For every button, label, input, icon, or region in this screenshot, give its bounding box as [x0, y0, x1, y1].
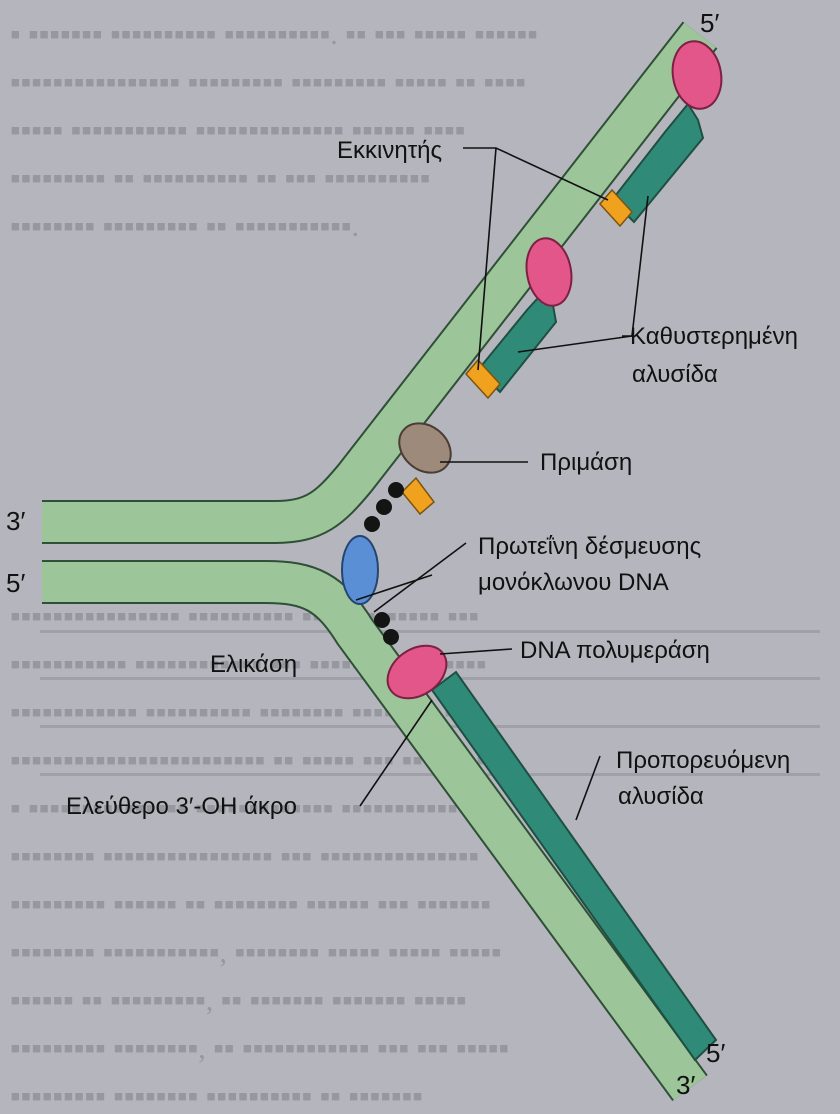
- leading-strand: [432, 672, 716, 1060]
- label-leading-strand-line2: αλυσίδα: [618, 783, 704, 810]
- primer-new: [402, 478, 434, 514]
- label-lagging-strand-line2: αλυσίδα: [632, 361, 718, 388]
- label-helicase: Ελικάση: [210, 651, 297, 678]
- end-label-bottom-right-5: 5′: [706, 1038, 725, 1068]
- label-ssb-line2: μονόκλωνου DNA: [478, 569, 669, 596]
- label-leading-strand-line1: Προπορευόμενη: [616, 747, 790, 774]
- label-ssb-line1: Πρωτεΐνη δέσμευσης: [478, 533, 701, 560]
- label-dna-polymerase: DNA πολυμεράση: [520, 637, 710, 664]
- end-label-left-top-3: 3′: [6, 506, 25, 536]
- end-label-bottom-right-3: 3′: [676, 1070, 695, 1100]
- label-primer: Εκκινητής: [337, 137, 442, 164]
- end-label-left-bottom-5: 5′: [6, 568, 25, 598]
- label-free-oh-end: Ελεύθερο 3′-OH άκρο: [66, 793, 297, 820]
- label-primase: Πριμάση: [540, 449, 632, 476]
- label-lagging-strand-line1: Καθυστερημένη: [630, 323, 798, 350]
- end-label-top-right-5: 5′: [700, 8, 719, 38]
